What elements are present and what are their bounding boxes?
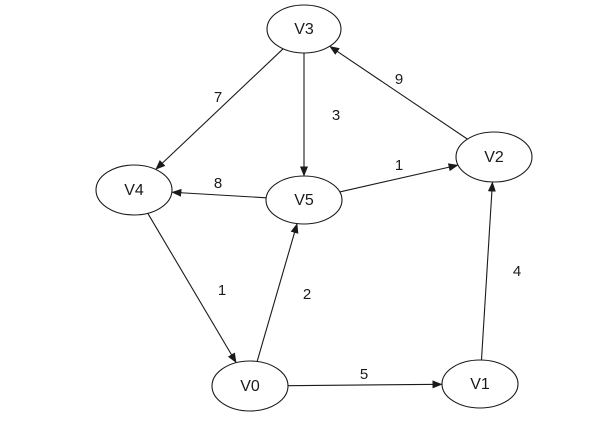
edge-arrow	[287, 380, 443, 389]
node-ellipse	[265, 175, 343, 225]
node-ellipse	[211, 360, 289, 412]
edge-v4-to-v0: 1	[147, 213, 237, 364]
edge-v1-to-v2: 4	[480, 181, 521, 361]
edges-layer: 7 3 9 1 8 1 2 5 4	[147, 46, 521, 389]
node-ellipse	[266, 4, 342, 54]
edge-v3-to-v4: 7	[155, 48, 284, 170]
edge-weight-label: 1	[218, 282, 226, 299]
node-label: V3	[294, 21, 314, 38]
edge-weight-label: 3	[332, 107, 340, 124]
edge-v0-to-v5: 2	[256, 223, 311, 362]
edge-weight-label: 2	[303, 286, 311, 303]
edge-weight-label: 7	[214, 89, 222, 106]
node-ellipse	[441, 359, 519, 409]
edge-arrow	[155, 48, 284, 170]
node-v4: V4	[95, 164, 173, 216]
node-v3: V3	[266, 4, 342, 54]
edge-v5-to-v2: 1	[339, 157, 459, 193]
node-ellipse	[455, 131, 533, 183]
edge-arrow	[329, 46, 468, 140]
edge-weight-label: 1	[395, 157, 403, 174]
edge-v2-to-v3: 9	[329, 46, 468, 140]
edge-weight-label: 5	[360, 366, 368, 383]
edge-arrow	[480, 181, 496, 361]
edge-arrow	[147, 213, 237, 364]
node-label: V0	[240, 378, 260, 395]
node-v0: V0	[211, 360, 289, 412]
node-label: V2	[484, 149, 504, 166]
node-label: V5	[294, 192, 314, 209]
edge-arrow	[171, 188, 267, 199]
node-label: V1	[470, 376, 490, 393]
edge-weight-label: 8	[214, 175, 222, 192]
edge-arrow	[256, 223, 299, 362]
node-ellipse	[95, 164, 173, 216]
edge-arrow	[339, 163, 459, 193]
edge-v5-to-v4: 8	[171, 175, 267, 199]
edge-weight-label: 9	[395, 71, 403, 88]
edge-weight-label: 4	[513, 263, 521, 280]
node-v5: V5	[265, 175, 343, 225]
node-label: V4	[124, 182, 144, 199]
edge-v3-to-v5: 3	[300, 53, 340, 177]
node-v2: V2	[455, 131, 533, 183]
edge-v0-to-v1: 5	[287, 366, 443, 389]
node-v1: V1	[441, 359, 519, 409]
